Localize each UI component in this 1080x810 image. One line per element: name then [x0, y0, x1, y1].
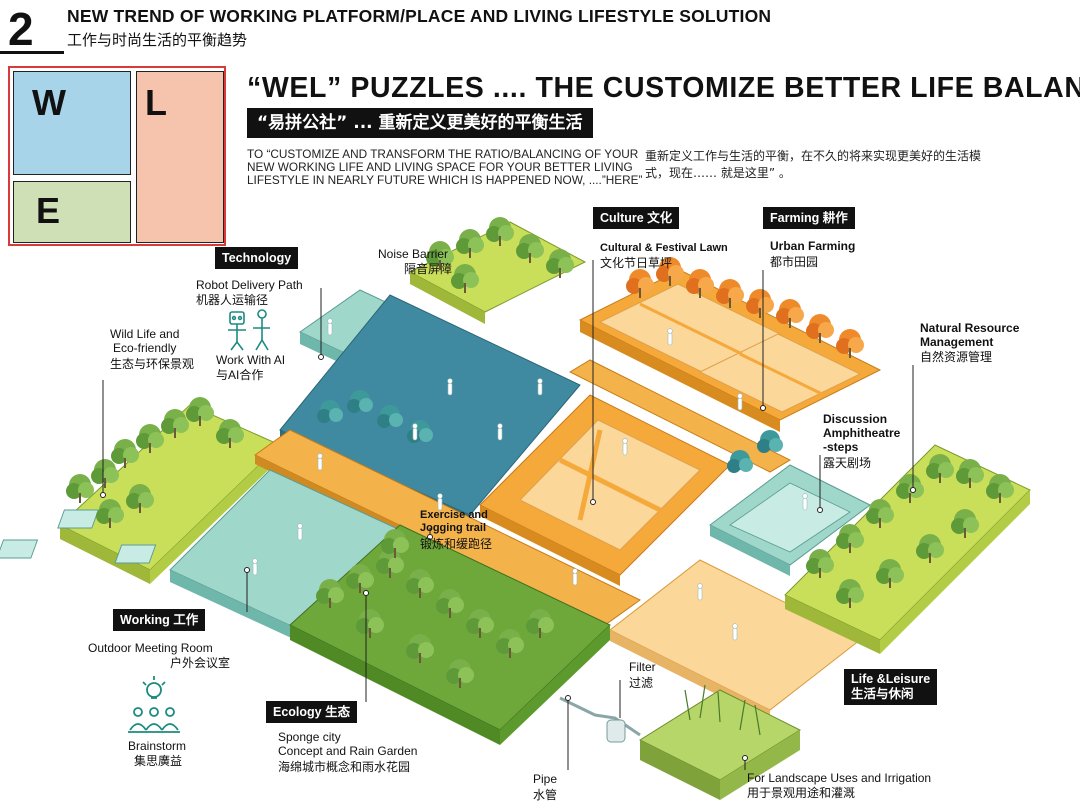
label-jog-cn: 锻炼和缓跑径	[420, 537, 493, 551]
label-pipe-en: Pipe	[533, 772, 558, 786]
cultural-lawn	[479, 394, 731, 586]
label-meeting-en: Outdoor Meeting Room	[88, 641, 213, 655]
tag-working: Working 工作	[113, 609, 206, 631]
wel-box: W E L	[8, 66, 226, 246]
label-wild-en: Wild Life and Eco-friendly	[110, 327, 180, 355]
label-brain-en: Brainstorm	[128, 739, 187, 753]
leader-lines	[100, 260, 916, 770]
tag-technology: Technology	[215, 247, 299, 269]
wel-w-block	[13, 71, 131, 175]
tag-farming: Farming 耕作	[763, 207, 855, 229]
label-urban-cn: 都市田园	[770, 255, 819, 269]
headline-desc-en: TO “CUSTOMIZE AND TRANSFORM THE RATIO/BA…	[247, 147, 643, 187]
label-sponge-en: Sponge city Concept and Rain Garden	[278, 730, 418, 758]
wel-e-block	[13, 181, 131, 243]
label-festival-cn: 文化节日草坪	[600, 256, 673, 270]
wel-letter-w: W	[32, 82, 66, 123]
label-robot-en: Robot Delivery Path	[196, 278, 303, 292]
filter-tank	[606, 719, 626, 743]
label-disc-cn: 露天剧场	[823, 456, 872, 470]
reeds	[684, 684, 761, 736]
tag-leisure: Life &Leisure 生活与休闲	[844, 669, 938, 705]
label-disc-en: Discussion Amphitheatre -steps	[823, 412, 901, 454]
header-underline	[0, 51, 64, 54]
amphitheatre-path	[568, 359, 792, 473]
label-ai-en: Work With AI	[216, 353, 286, 367]
label-urban-en: Urban Farming	[770, 239, 856, 253]
wel-l-block	[136, 71, 224, 243]
label-meeting-cn: 户外会议室	[170, 656, 231, 670]
label-irrig-en: For Landscape Uses and Irrigation	[747, 771, 932, 785]
wildlife-platform	[59, 404, 281, 584]
label-natural-cn: 自然资源管理	[920, 350, 993, 364]
label-filter-cn: 过滤	[629, 676, 654, 690]
tag-culture: Culture 文化	[593, 207, 680, 229]
label-sponge-cn: 海绵城市概念和雨水花园	[278, 760, 411, 774]
tag-ecology: Ecology 生态	[266, 701, 358, 723]
section-number: 2	[8, 3, 34, 55]
header-title-en: NEW TREND OF WORKING PLATFORM/PLACE AND …	[67, 6, 772, 26]
label-festival-en: Cultural & Festival Lawn	[600, 242, 728, 254]
pipe-line	[559, 696, 641, 737]
wel-letter-e: E	[36, 190, 61, 231]
label-brain-cn: 集思廣益	[134, 754, 183, 768]
label-irrig-cn: 用于景观用途和灌溉	[747, 786, 856, 800]
header-title-cn: 工作与时尚生活的平衡趋势	[67, 31, 248, 49]
wel-letter-l: L	[145, 82, 167, 123]
label-filter-en: Filter	[629, 660, 656, 674]
label-ai-cn: 与AI合作	[216, 368, 264, 382]
headline-title-en: “WEL” PUZZLES .... THE CUSTOMIZE BETTER …	[247, 72, 1080, 104]
brainstorm-icon	[128, 676, 180, 733]
ai-robot-icon	[228, 309, 270, 351]
label-robot-cn: 机器人运输径	[196, 293, 269, 307]
label-noise-cn: 隔音屏障	[404, 262, 453, 276]
headline-desc-cn: 重新定义工作与生活的平衡，在不久的将来实现更美好的生活模式，现在…… 就是这里”…	[645, 149, 982, 180]
label-noise-en: Noise Barrier	[378, 247, 449, 261]
farming-platform	[578, 269, 882, 432]
label-wild-cn: 生态与环保景观	[110, 357, 195, 371]
irrigation-box	[638, 689, 802, 800]
label-pipe-cn: 水管	[533, 788, 558, 802]
headline-title-cn: “易拼公社” ... 重新定义更美好的平衡生活	[247, 108, 593, 138]
label-jog-en: Exercise and Jogging trail	[420, 509, 488, 534]
label-natural-en: Natural Resource Management	[920, 321, 1020, 349]
meeting-platform	[0, 469, 401, 642]
